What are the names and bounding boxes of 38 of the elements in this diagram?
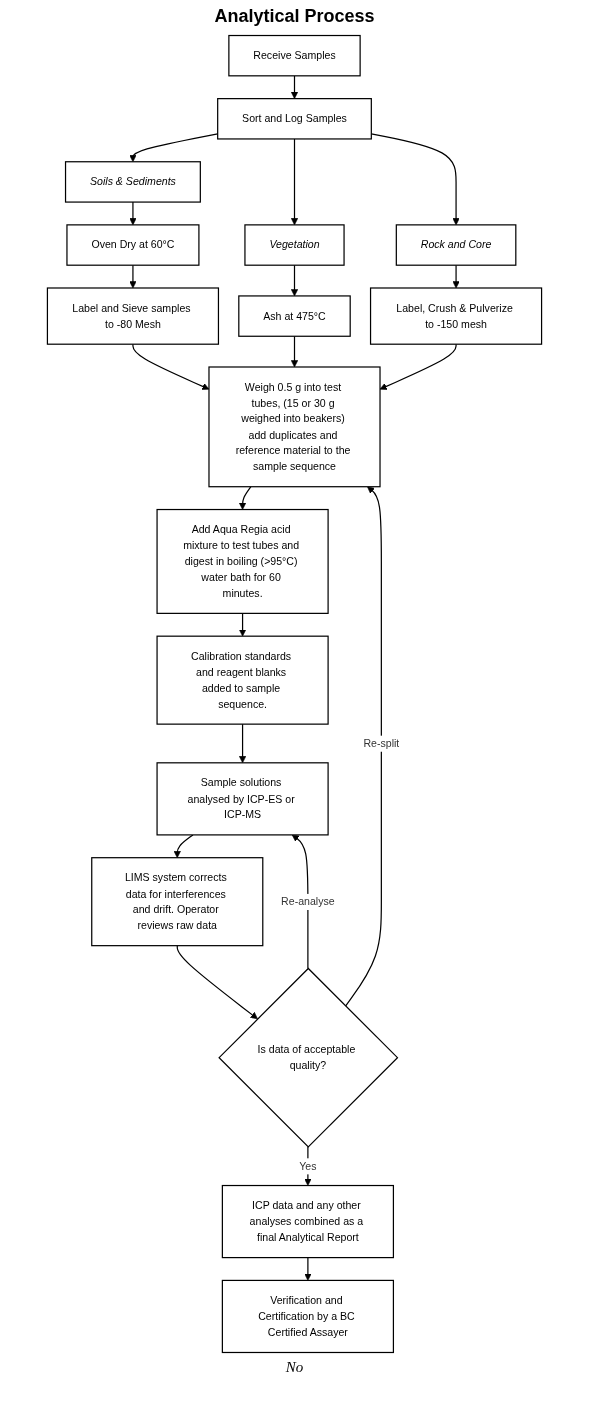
node-box: Soils & Sediments [64,161,201,203]
arrow [452,264,460,289]
node-box: Add Aqua Regia acid mixture to test tubes and digest in boiling (>95°C) water bath for 60 minutes. [156,508,329,614]
edge-label: Re-split [363,737,400,750]
arrow [239,612,247,637]
edge-label: Yes [299,1159,317,1173]
node-box: Label, Crush & Pulverize to -150 mesh [369,287,543,345]
arrow [129,264,137,289]
arrow [290,264,299,297]
arrow [290,335,299,368]
node-box: Calibration standards and reagent blanks added to sample sequence. [156,635,329,725]
node-box: Rock and Core [395,224,517,266]
node-box: Oven Dry at 60°C [66,224,200,266]
node-diamond: Is data of acceptable quality? [218,967,399,1148]
node-box: Sample solutions analysed by ICP-ES or ICP-MS [156,762,329,836]
arrow [176,945,258,1020]
branch-label: No [285,1359,304,1375]
node-box: Sort and Log Samples [217,98,372,140]
node-box: Verification and Certification by a BC Certified Assayer [221,1279,395,1354]
arrow [290,138,299,226]
edge-label: Re-analyse [281,895,335,908]
node-box: ICP data and any other analyses combined as a final Analytical Report [221,1184,395,1259]
arrow [129,201,137,226]
node-box: Ash at 475°C [238,295,351,337]
node-box: Vegetation [244,224,345,266]
arrow [344,486,382,1007]
arrow [291,834,309,970]
arrow [239,486,252,510]
node-box: Label and Sieve samples to -80 Mesh [46,287,220,345]
arrow [304,1146,312,1186]
arrow [173,834,194,859]
arrow [290,75,299,99]
arrow [304,1257,312,1281]
arrow [239,723,247,764]
node-box: Weigh 0.5 g into test tubes, (15 or 30 g weighed into beakers) add duplicates and reference material to the sample sequence [208,366,381,488]
node-box: Receive Samples [228,34,361,77]
diagram-title: Analytical Process [213,6,376,27]
node-box: LIMS system corrects data for interferences and drift. Operator reviews raw data [91,857,264,947]
